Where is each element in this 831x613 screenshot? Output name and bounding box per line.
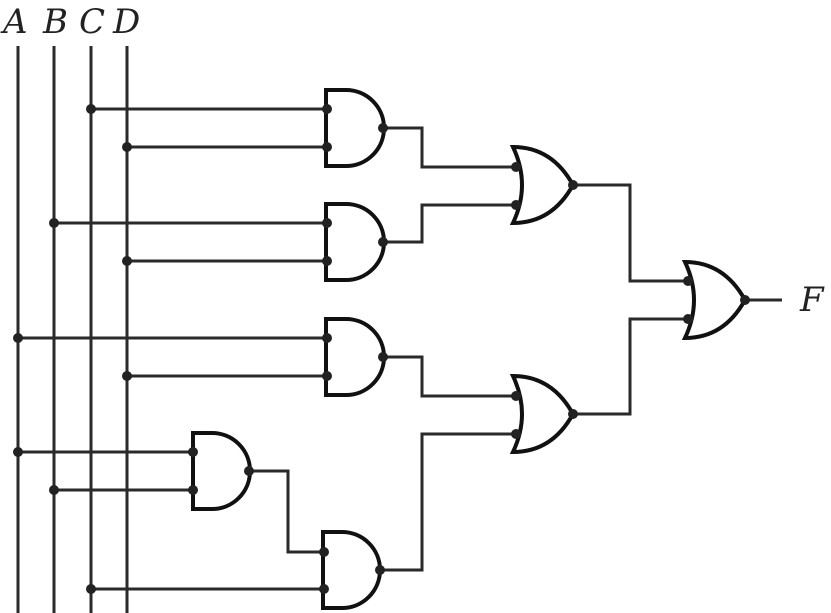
gate-output-dot — [378, 352, 388, 362]
gate-pin-dot — [322, 371, 332, 381]
gate-output-dot — [244, 466, 254, 476]
wire-or2-to-or3 — [572, 317, 688, 416]
input-label-d: D — [112, 2, 140, 42]
junction-dot — [49, 218, 59, 228]
output-label-f: F — [799, 280, 825, 320]
gate-pin-dot — [683, 276, 693, 286]
junction-dot — [86, 584, 96, 594]
junction-dot — [122, 371, 132, 381]
and-gate-5 — [321, 530, 382, 610]
gate-output-dot — [378, 123, 388, 133]
junction-dot — [49, 485, 59, 495]
gate-output-dot — [568, 409, 578, 419]
and-gate-2 — [324, 202, 386, 282]
wire-or1-to-or3 — [572, 183, 688, 283]
input-label-c: C — [79, 2, 105, 42]
or-gate-2 — [509, 373, 576, 455]
input-label-b: B — [42, 2, 68, 42]
gate-pin-dot — [188, 485, 198, 495]
gate-pin-dot — [511, 391, 521, 401]
junction-dot — [13, 333, 23, 343]
or-gate-1 — [509, 144, 576, 226]
gate-pin-dot — [319, 547, 329, 557]
junction-dot — [122, 142, 132, 152]
junction-dot — [122, 256, 132, 266]
gate-pin-dot — [319, 584, 329, 594]
gate-pin-dot — [188, 447, 198, 457]
wire-and3-to-or2 — [382, 355, 516, 398]
gate-pin-dot — [322, 104, 332, 114]
and-gate-4 — [191, 431, 252, 511]
gate-pin-dot — [511, 162, 521, 172]
and-gate-3 — [324, 317, 386, 397]
junction-dot — [13, 447, 23, 457]
wire-and2-to-or1 — [382, 203, 516, 244]
input-label-a: A — [0, 2, 28, 42]
connection-dots — [13, 104, 750, 594]
junction-dot — [86, 104, 96, 114]
gate-pin-dot — [511, 429, 521, 439]
gate-output-dot — [568, 180, 578, 190]
gate-pin-dot — [322, 218, 332, 228]
gate-pin-dot — [322, 142, 332, 152]
wire-and4-to-and5 — [248, 469, 325, 554]
gate-output-dot — [740, 295, 750, 305]
gate-output-dot — [375, 565, 385, 575]
gate-output-dot — [378, 237, 388, 247]
wire-and1-to-or1 — [382, 126, 516, 169]
gate-pin-dot — [511, 200, 521, 210]
gate-pin-dot — [322, 256, 332, 266]
gate-pin-dot — [683, 314, 693, 324]
wire-and5-to-or2 — [379, 432, 516, 572]
or-gate-3 — [681, 259, 748, 341]
gate-pin-dot — [322, 333, 332, 343]
and-gate-1 — [324, 88, 386, 168]
